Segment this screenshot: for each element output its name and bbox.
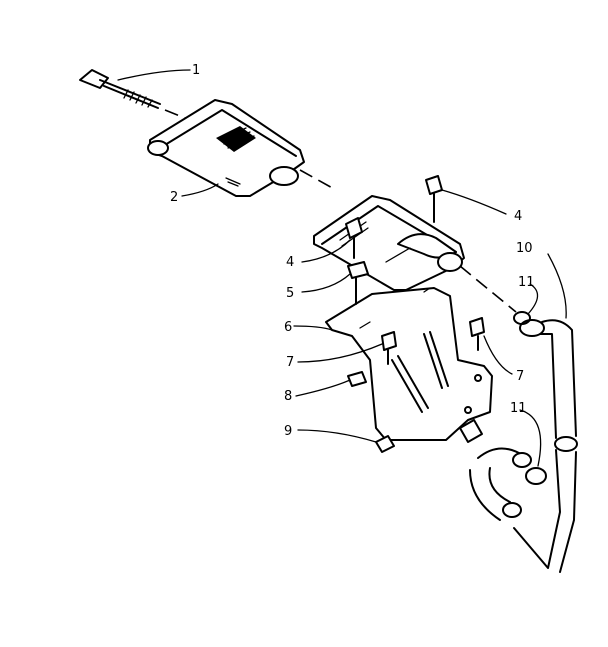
callout-4-left: 4 [286, 255, 294, 270]
part-11-clamp-top [513, 311, 531, 325]
part-4-screw-top [425, 175, 443, 223]
part-7-screw-left [381, 331, 397, 365]
part-8-clip [347, 371, 367, 387]
callout-10: 10 [516, 241, 533, 256]
callout-7-left: 7 [286, 355, 294, 370]
callout-9: 9 [284, 424, 292, 439]
callout-11-bottom: 11 [510, 401, 527, 416]
callout-labels: 1 2 4 4 5 6 7 7 8 9 10 11 11 [170, 63, 535, 439]
callout-11-top: 11 [518, 275, 535, 290]
part-2-filter-cartridge [147, 99, 305, 197]
callout-7-right: 7 [516, 369, 524, 384]
part-10-tubing [469, 319, 578, 573]
part-5-nut [347, 261, 369, 305]
callout-1: 1 [192, 63, 200, 78]
part-6-mounting-bracket [325, 287, 493, 441]
part-4-screw-left [345, 217, 363, 259]
callout-4-right: 4 [514, 209, 522, 224]
callout-5: 5 [286, 286, 294, 301]
callout-2: 2 [170, 190, 178, 205]
callout-8: 8 [284, 389, 292, 404]
part-7-screw-right [469, 317, 485, 351]
assembly-line-2-3 [299, 169, 337, 191]
part-1-screw [79, 69, 161, 109]
callout-6: 6 [284, 320, 292, 335]
part-9-block [375, 435, 395, 453]
leader-lines [117, 69, 567, 467]
assembly-line-housing-tube [459, 265, 517, 313]
bracket-fitting [459, 419, 483, 443]
filter-housing [313, 195, 465, 291]
